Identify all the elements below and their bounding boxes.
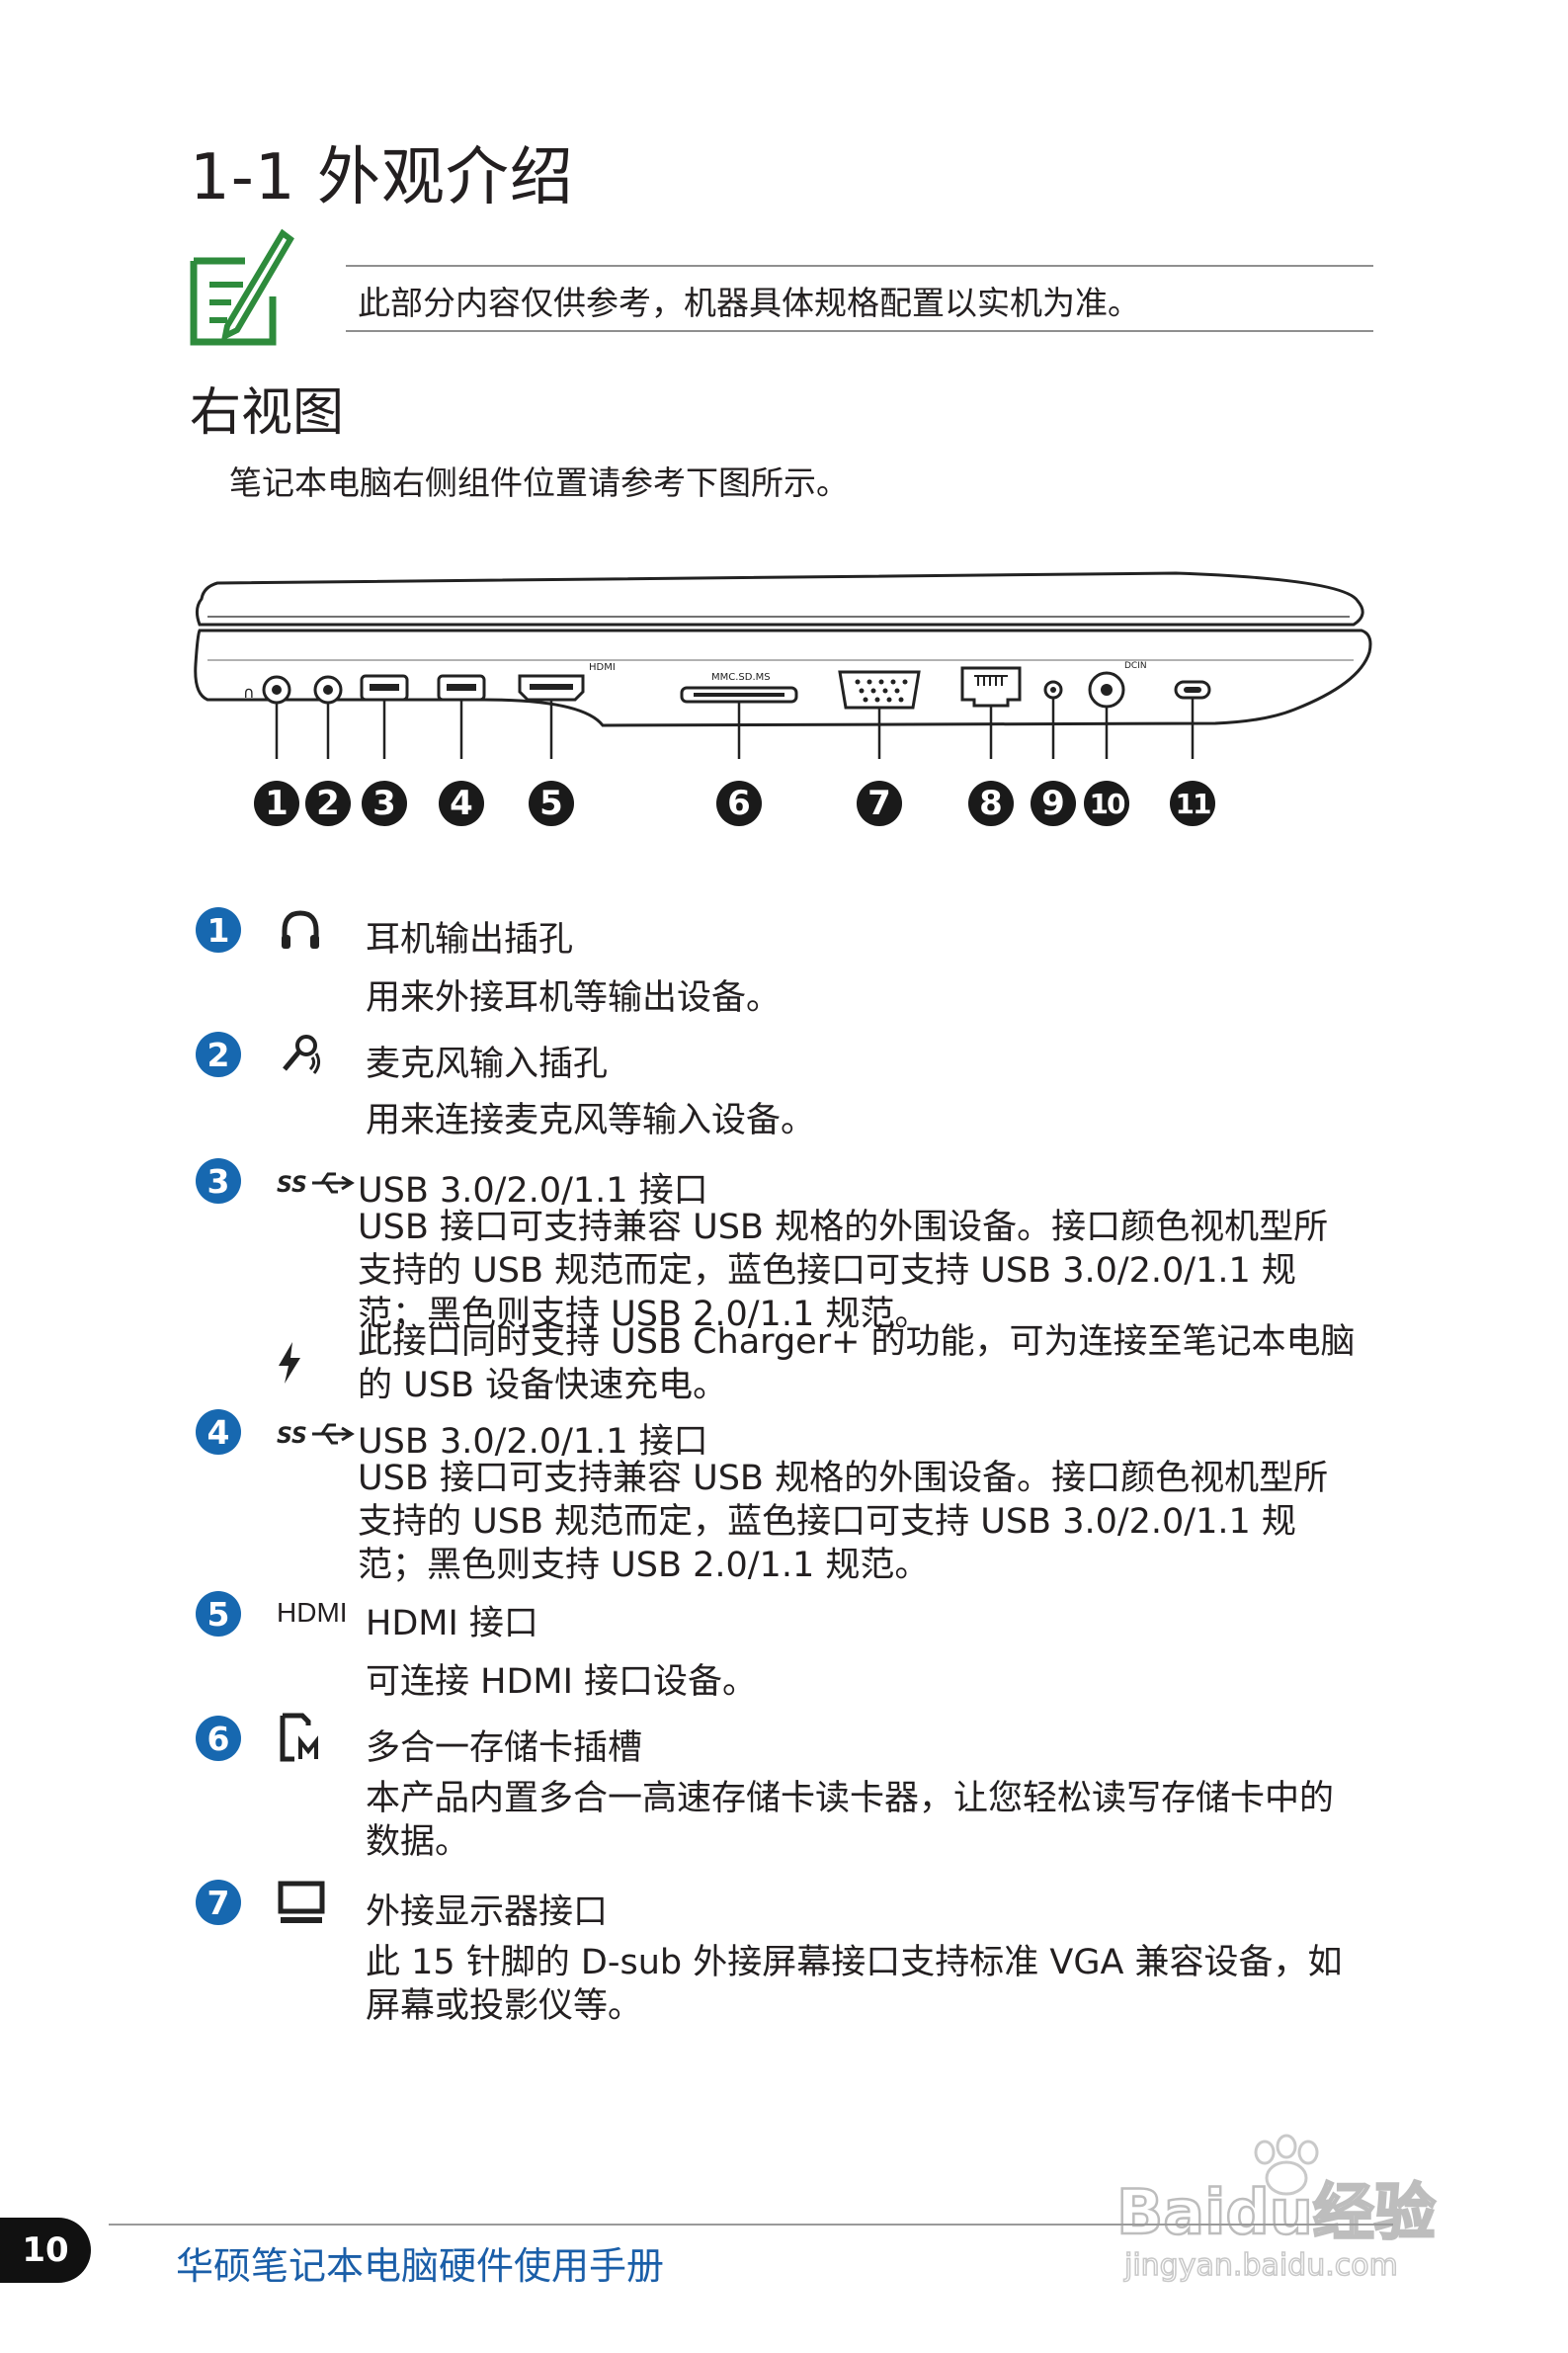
note-text: 此部分内容仅供参考，机器具体规格配置以实机为准。 xyxy=(358,284,1140,322)
item-number-4: 4 xyxy=(196,1409,241,1455)
diagram-card-label: MMC.SD.MS xyxy=(711,672,771,683)
item-2-title: 麦克风输入插孔 xyxy=(366,1045,609,1084)
diagram-number-6: 6 xyxy=(716,781,762,826)
headphone-icon xyxy=(277,907,324,959)
diagram-number-8: 8 xyxy=(968,781,1014,826)
section-title: 右视图 xyxy=(190,383,345,443)
note-bottom-rule xyxy=(346,330,1373,332)
item-6-title: 多合一存储卡插槽 xyxy=(366,1728,643,1768)
item-3-desc: USB 接口可支持兼容 USB 规格的外围设备。接口颜色视机型所支持的 USB … xyxy=(358,1208,1329,1334)
monitor-icon xyxy=(277,1880,326,1931)
item-2-desc: 用来连接麦克风等输入设备。 xyxy=(366,1101,816,1140)
item-5-desc: 可连接 HDMI 接口设备。 xyxy=(366,1662,758,1702)
item-1-desc: 用来外接耳机等输出设备。 xyxy=(366,978,782,1018)
baidu-jingyan-watermark: Baidu经验 jingyan.baidu.com xyxy=(1115,2125,1492,2284)
lightning-icon xyxy=(275,1340,304,1389)
item-6-desc: 本产品内置多合一高速存储卡读卡器，让您轻松读写存储卡中的数据。 xyxy=(366,1779,1335,1862)
item-number-7: 7 xyxy=(196,1880,241,1925)
watermark-url: jingyan.baidu.com xyxy=(1123,2248,1398,2283)
diagram-hdmi-label: HDMI xyxy=(589,662,616,673)
diagram-number-10: 10 xyxy=(1084,781,1129,826)
usb3-icon: SS xyxy=(277,1166,356,1204)
diagram-number-1: 1 xyxy=(254,781,299,826)
page-number: 10 xyxy=(0,2218,91,2283)
item-4-desc: USB 接口可支持兼容 USB 规格的外围设备。接口颜色视机型所支持的 USB … xyxy=(358,1459,1329,1585)
svg-text:SS: SS xyxy=(277,1424,307,1449)
diagram-dcin-label: DCIN xyxy=(1124,661,1147,671)
item-number-3: 3 xyxy=(196,1158,241,1204)
diagram-number-11: 11 xyxy=(1170,781,1215,826)
item-3-title: USB 3.0/2.0/1.1 接口 xyxy=(358,1171,708,1211)
laptop-right-side-diagram: ∩ HDMI MMC.SD.MS xyxy=(188,561,1393,763)
diagram-number-3: 3 xyxy=(362,781,407,826)
item-7-title: 外接显示器接口 xyxy=(366,1892,609,1932)
footer-title: 华硕笔记本电脑硬件使用手册 xyxy=(176,2244,665,2288)
item-5-title: HDMI 接口 xyxy=(366,1604,538,1643)
section-intro: 笔记本电脑右侧组件位置请参考下图所示。 xyxy=(229,463,849,502)
item-number-1: 1 xyxy=(196,907,241,953)
item-number-6: 6 xyxy=(196,1716,241,1761)
diagram-number-9: 9 xyxy=(1031,781,1076,826)
microphone-icon xyxy=(277,1030,324,1081)
diagram-number-2: 2 xyxy=(305,781,351,826)
item-number-5: 5 xyxy=(196,1591,241,1637)
memory-card-icon xyxy=(277,1712,326,1767)
diagram-number-4: 4 xyxy=(439,781,484,826)
item-1-title: 耳机输出插孔 xyxy=(366,920,574,960)
footer-rule xyxy=(109,2224,1393,2226)
usb3-icon: SS xyxy=(277,1417,356,1455)
note-top-rule xyxy=(346,265,1373,267)
diagram-number-5: 5 xyxy=(529,781,574,826)
page-title: 1-1 外观介绍 xyxy=(190,141,574,214)
watermark-brand: Baidu经验 xyxy=(1116,2176,1436,2248)
svg-text:∩: ∩ xyxy=(243,683,255,702)
item-3-extra: 此接口同时支持 USB Charger+ 的功能，可为连接至笔记本电脑的 USB… xyxy=(358,1322,1356,1405)
item-7-desc: 此 15 针脚的 D-sub 外接屏幕接口支持标准 VGA 兼容设备，如屏幕或投… xyxy=(366,1943,1343,2026)
item-number-2: 2 xyxy=(196,1032,241,1077)
diagram-number-7: 7 xyxy=(857,781,902,826)
svg-text:SS: SS xyxy=(277,1173,307,1198)
item-4-title: USB 3.0/2.0/1.1 接口 xyxy=(358,1422,708,1462)
hdmi-icon: HDMI xyxy=(277,1597,348,1628)
note-icon xyxy=(188,227,296,352)
